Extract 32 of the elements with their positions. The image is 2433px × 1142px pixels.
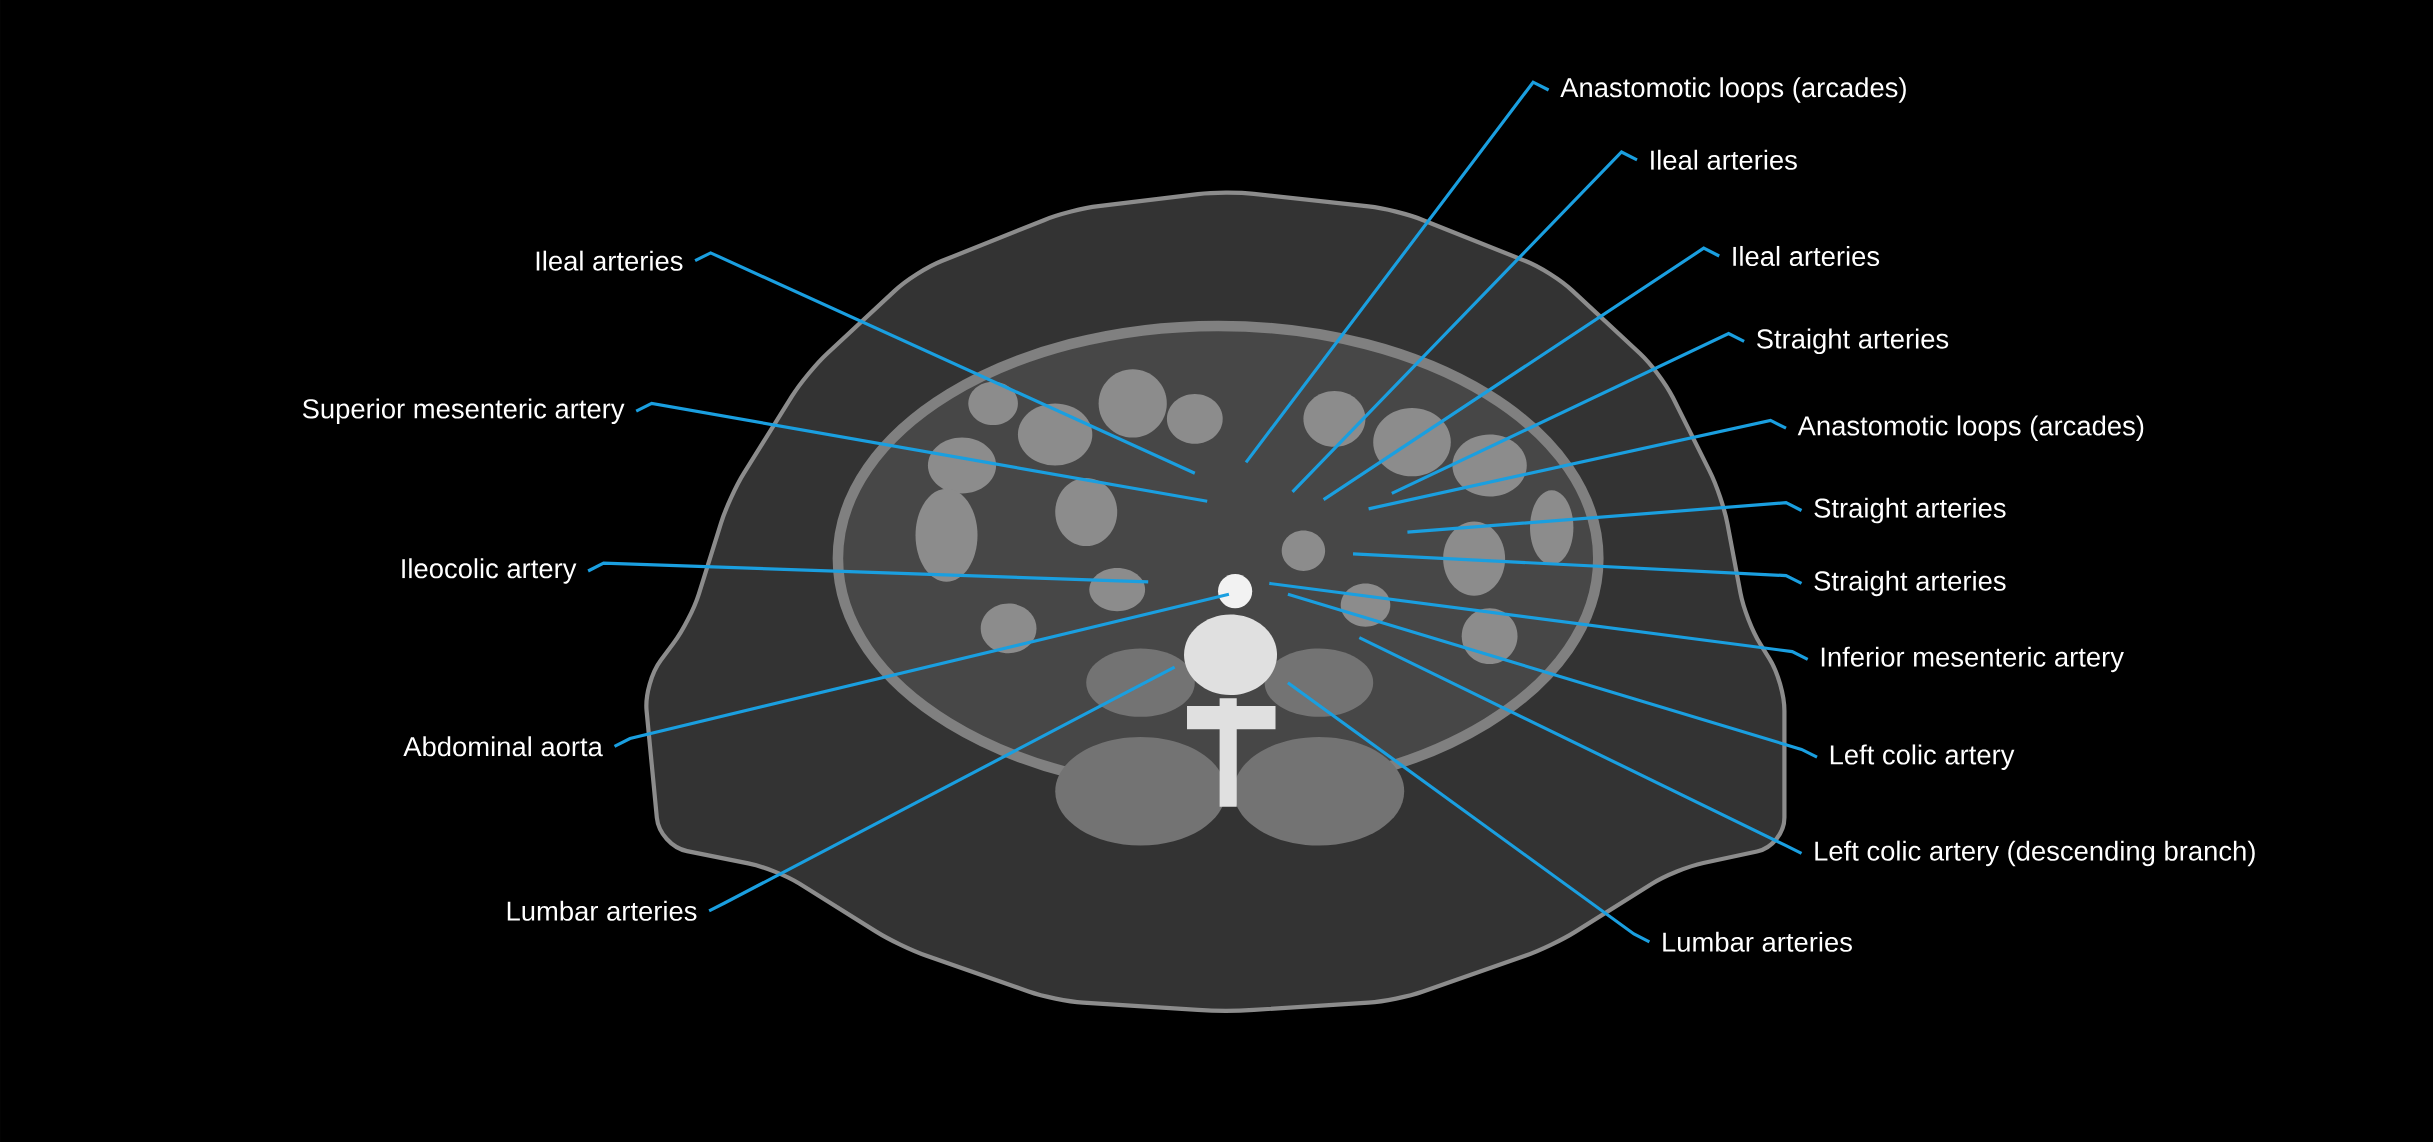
anatomy-label: Anastomotic loops (arcades): [1797, 415, 2144, 441]
anatomy-label: Lumbar arteries: [1663, 931, 1852, 952]
anatomy-label: Left colic artery (descending branch): [1815, 840, 2255, 867]
leader-line: [1368, 418, 1787, 511]
anatomy-label: Abdominal aorta: [403, 736, 603, 757]
leader-line: [1358, 636, 1803, 855]
leader-line: [1287, 681, 1651, 944]
leader-line: [1407, 501, 1803, 534]
anatomy-label: Ileal arteries: [536, 250, 683, 271]
leader-line: [1287, 592, 1818, 759]
anatomy-label: Superior mesenteric artery: [302, 398, 625, 424]
anatomy-label: Left colic artery: [1830, 744, 2015, 770]
leader-line: [1322, 246, 1720, 501]
leader-line: [1269, 581, 1809, 661]
anatomy-label: Straight arteries: [1814, 497, 2006, 524]
leader-line: [1291, 150, 1638, 493]
anatomy-label: Straight arteries: [1814, 570, 2006, 597]
anatomy-label: Anastomotic loops (arcades): [1560, 77, 1906, 103]
leader-line: [1391, 331, 1745, 495]
leader-line: [694, 251, 1196, 475]
anatomy-label: Ileocolic artery: [402, 558, 577, 584]
leader-line: [708, 665, 1176, 913]
leader-line: [635, 401, 1208, 503]
anatomy-label: Straight arteries: [1757, 328, 1949, 355]
leader-line: [1244, 80, 1550, 464]
anatomy-label: Ileal arteries: [1651, 149, 1797, 170]
leader-line: [1352, 552, 1803, 585]
anatomy-label: Ileal arteries: [1733, 245, 1880, 267]
leader-line: [587, 561, 1149, 584]
leader-line: [613, 592, 1230, 748]
anatomy-label: Inferior mesenteric artery: [1821, 646, 2124, 673]
anatomy-label: Lumbar arteries: [507, 900, 697, 921]
